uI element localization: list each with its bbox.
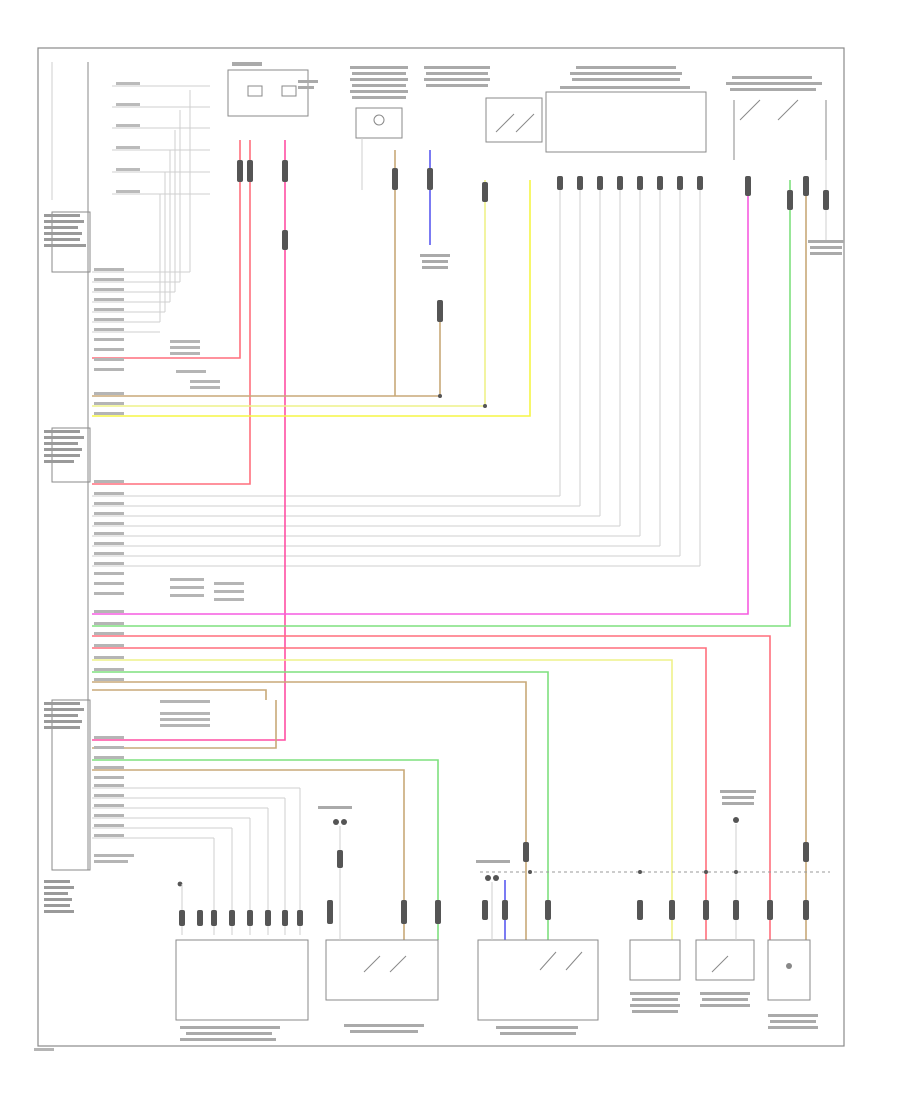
left-rear-window-switch: [175, 939, 309, 1041]
wire-red-right-2: [92, 647, 707, 940]
connector-terminals: [179, 160, 829, 926]
diagram-frame: [37, 47, 845, 1047]
fuse-box: [227, 62, 318, 117]
top-left-pin-stubs: [112, 85, 210, 195]
rear-door-component-2: [695, 939, 755, 1007]
left-rear-window-motor: [325, 939, 439, 1033]
wire-lightyellow-right: [92, 659, 673, 940]
rear-door-component-3: [767, 939, 818, 1029]
wire-green-mid: [92, 671, 549, 940]
colored-wires: [92, 140, 807, 940]
window-switch-top: [424, 66, 543, 143]
upper-gray-bundle: [92, 90, 191, 333]
wire-lightyellow-upper: [92, 180, 486, 407]
passenger-seat-module: [350, 66, 408, 190]
wire-red-middle: [92, 140, 251, 485]
pin-label-blocks: [34, 268, 244, 1051]
wire-yellow-upper: [92, 180, 531, 417]
wire-tan-loop: [92, 700, 277, 749]
control-module-top-right: [545, 66, 707, 153]
wire-tan-loop-top: [92, 689, 267, 700]
left-module-block: [44, 62, 91, 913]
front-passenger-door-module-box: [51, 211, 91, 273]
top-left-pin-labels: [116, 82, 140, 193]
ground-symbols: [177, 790, 756, 940]
wire-red-right: [92, 635, 771, 940]
rear-door-component-1: [629, 939, 681, 1013]
wire-magenta-right: [92, 180, 749, 615]
wire-tan-mid: [92, 681, 527, 940]
wire-pink-long: [92, 140, 286, 741]
rear-window-switch-top-right: [726, 76, 827, 240]
splice-dots: [438, 394, 738, 874]
wire-tan-upper: [92, 310, 441, 397]
wire-red-upper: [92, 140, 241, 359]
wire-green-lower: [92, 759, 439, 940]
wire-green-right: [92, 180, 791, 627]
right-rear-window-motor: [477, 939, 599, 1035]
middle-gray-bundle: [92, 185, 701, 567]
wire-tan-lower: [92, 769, 405, 940]
rear-door-module-box: [51, 699, 91, 871]
ground-label-blocks: [420, 240, 844, 269]
